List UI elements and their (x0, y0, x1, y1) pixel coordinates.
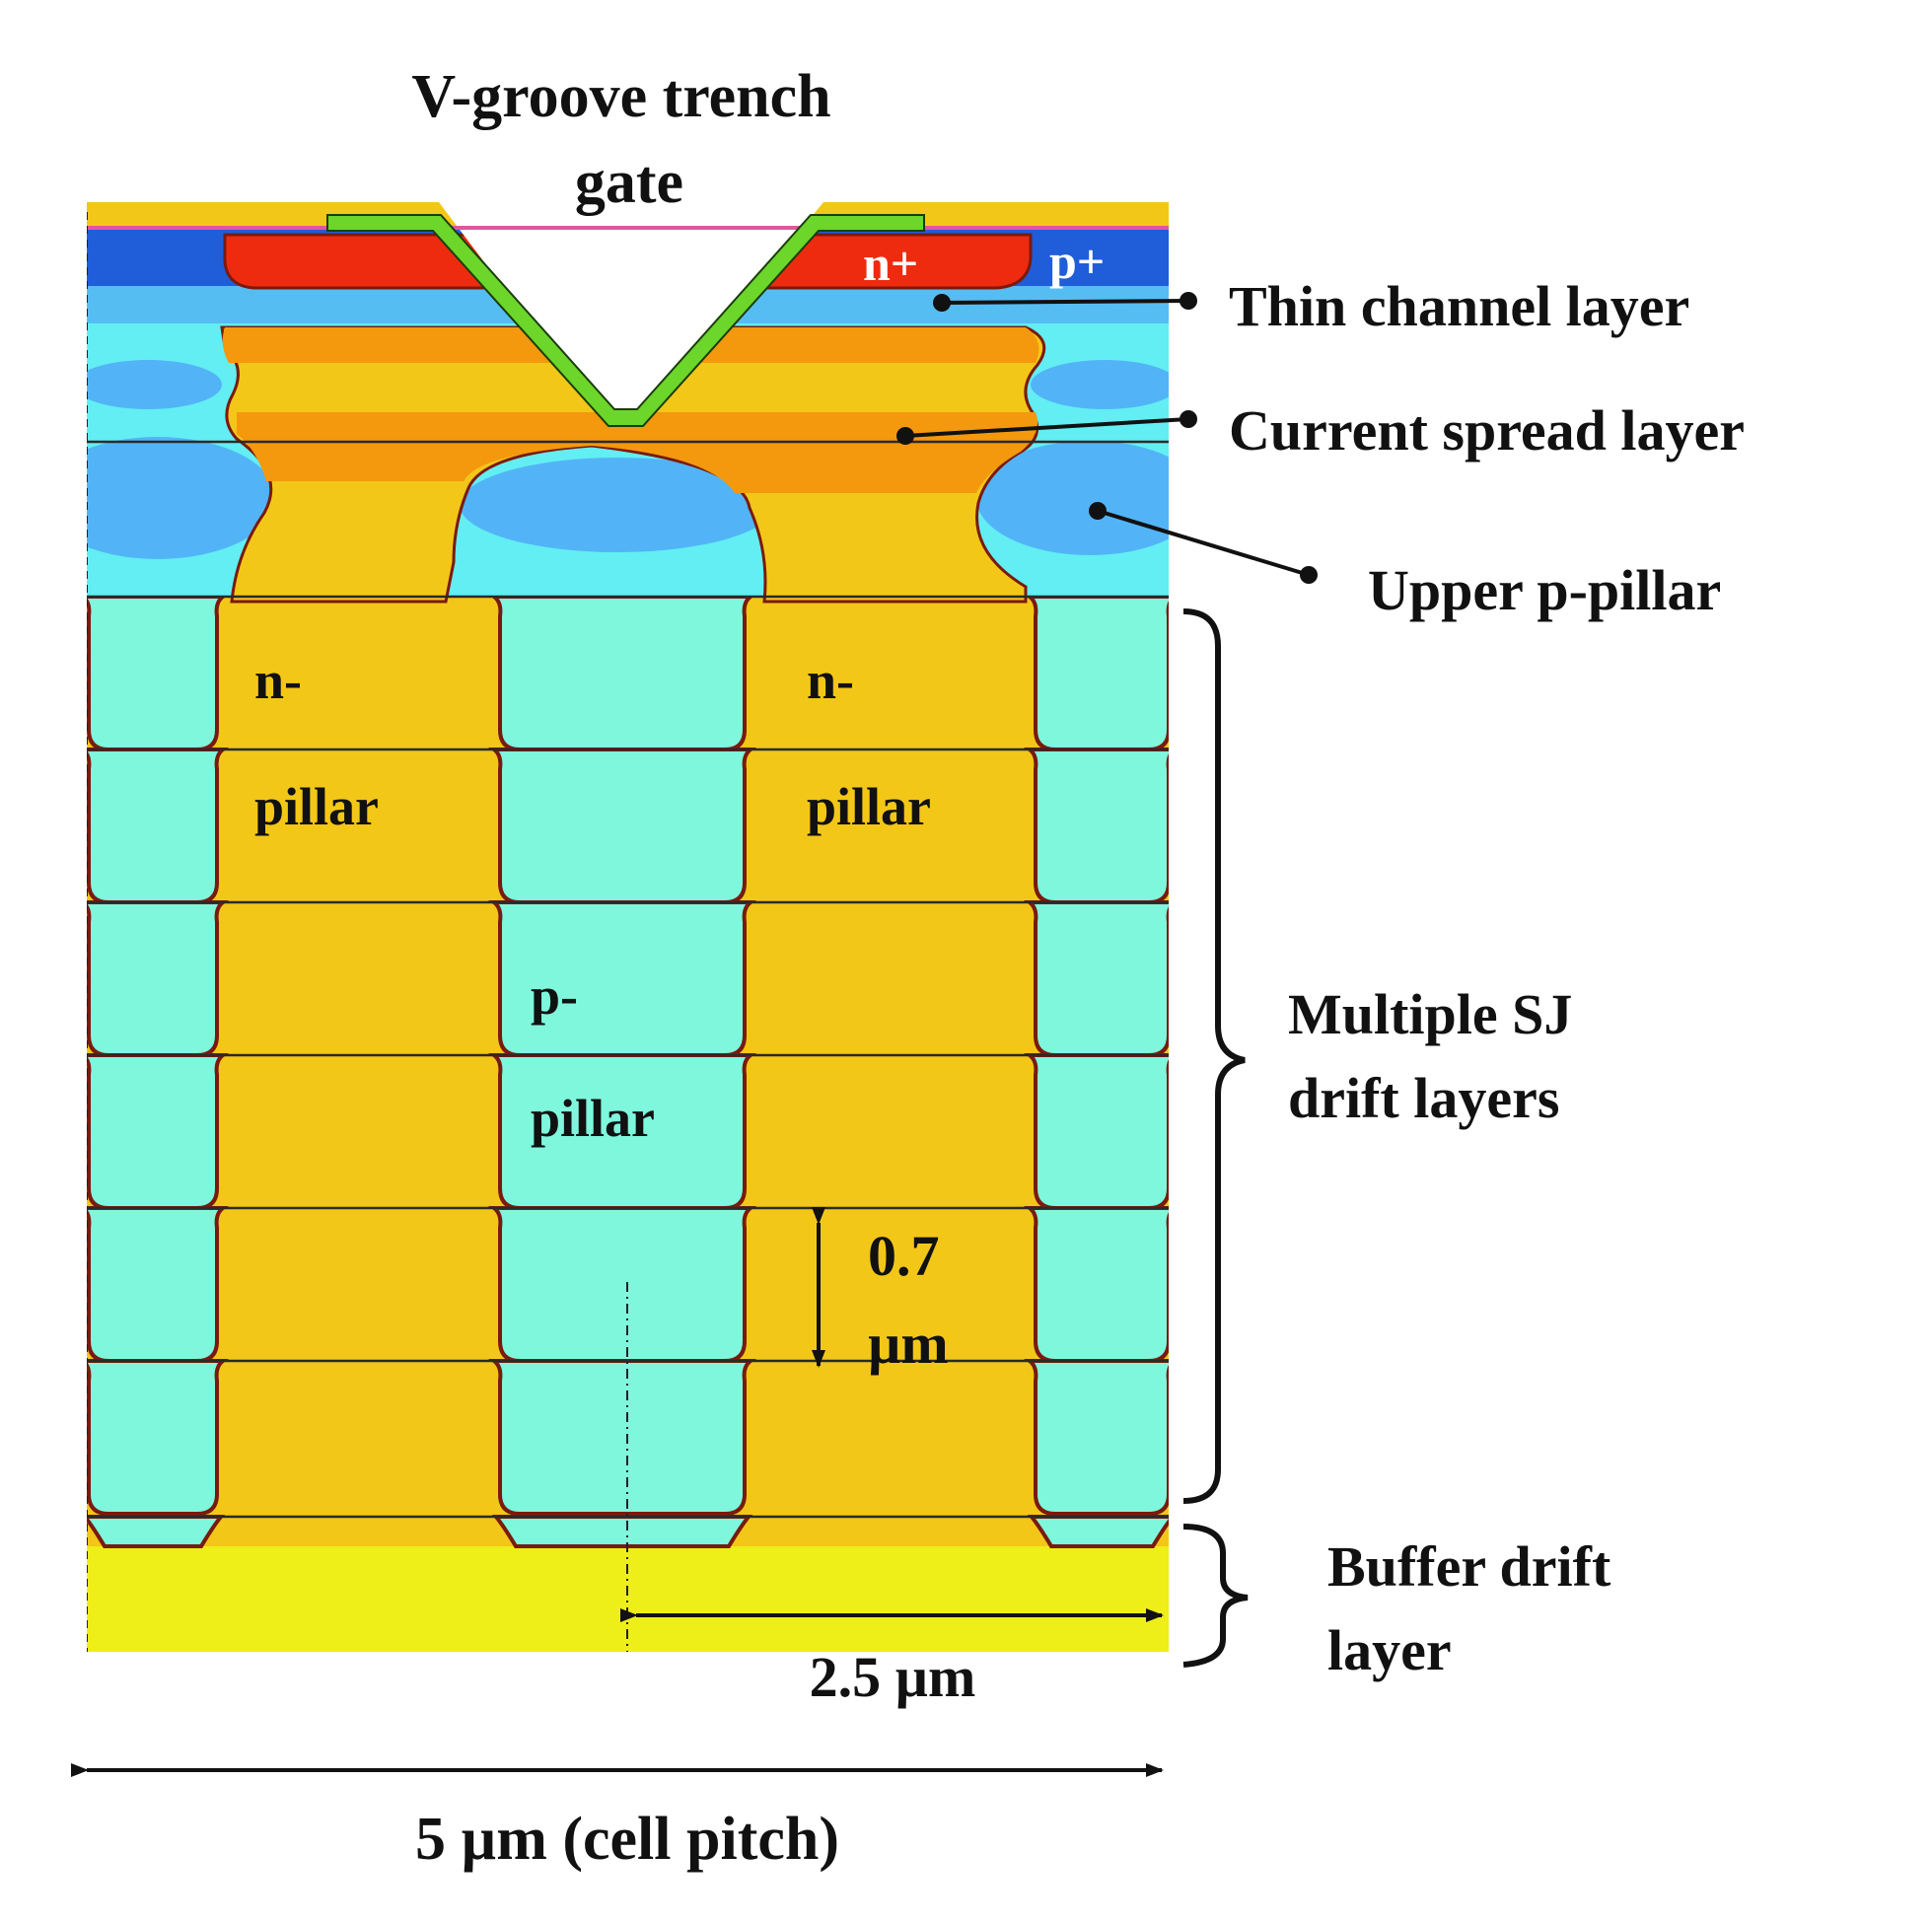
sj-p-pillar-left-layer-2 (87, 748, 229, 904)
layer-thickness-value: 0.7 (868, 1224, 940, 1288)
half-pitch-label: 2.5 µm (810, 1645, 976, 1709)
p-pillar-label-line2: pillar (531, 1089, 655, 1148)
n-plus-region-left (223, 233, 517, 290)
upper-p-pillar-label: Upper p-pillar (1368, 558, 1721, 622)
upper-p-pillar-group (87, 360, 1169, 559)
upper-p-pillar-left (87, 437, 276, 559)
n-plus-label: n+ (863, 236, 918, 291)
sj-p-pillar-group (87, 595, 1169, 1548)
upper-p-pillar-callout: Upper p-pillar (1089, 502, 1721, 622)
upper-p-side-left (87, 360, 222, 409)
title-line2: gate (575, 149, 683, 216)
device-cross-section (87, 202, 1169, 1652)
sj-p-pillar-center-layer-1 (488, 595, 756, 751)
current-spread-callout: Current spread layer (896, 398, 1745, 463)
sj-p-pillar-left-layer-1 (87, 595, 229, 751)
sj-p-pillar-center-layer-6 (488, 1359, 756, 1516)
buffer-drift-label-line1: Buffer drift (1327, 1534, 1611, 1599)
sj-p-pillar-left-layer-4 (87, 1053, 229, 1210)
p-plus-label: p+ (1049, 234, 1105, 289)
sj-p-pillar-right-layer-6 (1024, 1359, 1169, 1516)
upper-p-pillar-right (976, 441, 1169, 555)
sj-p-pillar-right-layer-4 (1024, 1053, 1169, 1210)
n-pillar-left-label-line1: n- (254, 651, 302, 710)
buffer-drift-brace (1182, 1524, 1249, 1668)
sj-p-pillar-right-layer-2 (1024, 748, 1169, 904)
buffer-p-cap-left (87, 1515, 226, 1548)
buffer-p-cap-right (1027, 1515, 1169, 1548)
v-groove-gate-electrode (326, 214, 925, 427)
current-spread-label: Current spread layer (1229, 398, 1745, 463)
sj-p-pillar-right-layer-1 (1024, 595, 1169, 751)
upper-p-side-right (1031, 360, 1169, 409)
p-pillar-label-line1: p- (531, 966, 578, 1026)
current-spread-lower-band (237, 412, 1038, 493)
upper-p-pillar-center (460, 458, 775, 552)
top-surface-line (87, 226, 1169, 230)
half-pitch-dimension: 2.5 µm (620, 1608, 1164, 1709)
sj-p-pillar-left-layer-3 (87, 900, 229, 1057)
sj-drift-label-line2: drift layers (1288, 1066, 1559, 1130)
buffer-p-cap-center (491, 1515, 753, 1548)
sj-drift-brace (1182, 608, 1246, 1504)
layer-thickness-dimension: 0.7 µm (812, 1207, 949, 1376)
sj-p-pillar-left-layer-5 (87, 1206, 229, 1363)
sj-drift-label-line1: Multiple SJ (1288, 982, 1572, 1046)
n-pillar-right-label-line1: n- (807, 651, 854, 710)
title-line1: V-groove trench (411, 63, 830, 130)
sj-p-pillar-left-layer-6 (87, 1359, 229, 1516)
buffer-drift-label-line2: layer (1327, 1618, 1452, 1682)
sj-layer-boundaries (87, 440, 1169, 1519)
thin-channel-label: Thin channel layer (1229, 274, 1689, 338)
cell-pitch-dimension: 5 µm (cell pitch) (71, 1763, 1164, 1873)
thin-channel-callout: Thin channel layer (933, 274, 1689, 338)
cell-pitch-label: 5 µm (cell pitch) (415, 1806, 839, 1873)
v-groove-trench (439, 202, 823, 424)
sj-p-pillar-center-layer-5 (488, 1206, 756, 1363)
n-plus-region-right (753, 233, 1033, 290)
sj-p-pillar-right-layer-5 (1024, 1206, 1169, 1363)
n-pillar-left-label-line2: pillar (254, 777, 379, 836)
sj-p-pillar-right-layer-3 (1024, 900, 1169, 1057)
layer-thickness-unit: µm (868, 1312, 949, 1376)
sj-p-pillar-center-layer-2 (488, 748, 756, 904)
n-pillar-right-label-line2: pillar (807, 777, 931, 836)
